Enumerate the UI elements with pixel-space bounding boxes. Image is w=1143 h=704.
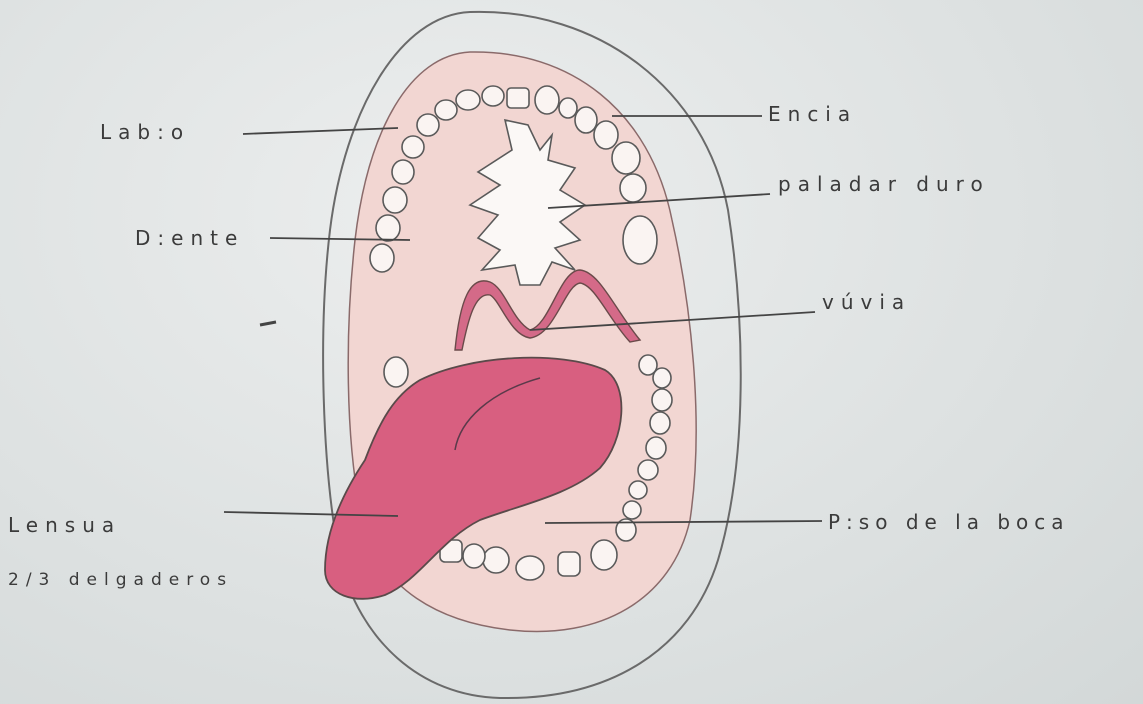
- label-diente: D:ente: [135, 228, 244, 248]
- pencil-mark: [260, 322, 276, 325]
- label-uvula: vúvia: [822, 292, 911, 312]
- label-labio: Lab:o: [100, 122, 190, 142]
- label-piso-de-la-boca: P:so de la boca: [828, 512, 1070, 532]
- lower-left-tooth: [384, 357, 408, 387]
- label-lengua: Lensua: [8, 515, 121, 535]
- label-paladar-duro: paladar duro: [778, 174, 990, 194]
- label-encia: Encia: [768, 104, 857, 124]
- leader-labio: [243, 128, 398, 134]
- label-lengua-note: 2/3 delgaderos: [8, 572, 233, 589]
